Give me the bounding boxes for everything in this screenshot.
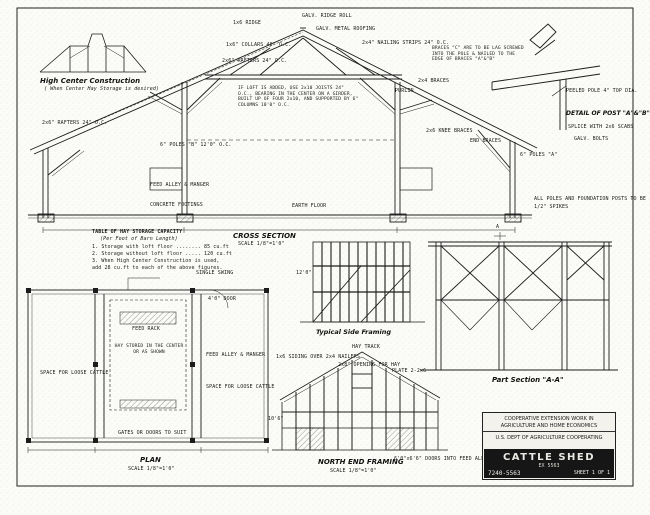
plan-title: PLAN [140, 456, 161, 464]
rafters-label: 2x6" RAFTERS 24" O.C. [222, 58, 288, 64]
peeled-pole-label: PEELED POLE 4" TOP DIA. [566, 88, 638, 94]
braces-label: 2x4 BRACES [418, 78, 450, 84]
height-dim-label: 10'6" [268, 416, 284, 422]
part-section-drawing [420, 232, 618, 371]
capacity-row: 3. When High Center Construction is used… [92, 258, 220, 264]
high-center-note: ( When Center Hay Storage is desired) [44, 86, 160, 92]
ridge-label: 1x6 RIDGE [233, 20, 261, 26]
north-end-drawing [272, 351, 448, 451]
cross-section-scale: SCALE 1/8"=1'0" [238, 241, 285, 247]
feed-alley-label: FEED ALLEY & MANGER [150, 182, 210, 188]
purlin-label: PURLIN [395, 88, 414, 94]
poles-b-label: 6" POLES "B" 12'0" O.C. [160, 142, 232, 148]
concrete-label: CONCRETE FOOTINGS [150, 202, 203, 208]
sheet-number: SHEET 1 OF 1 [573, 470, 610, 476]
loft-note: IF LOFT IS ADDED, USE 2x10 JOISTS 24" O.… [238, 86, 359, 108]
braces-note: BRACES "C" ARE TO BE LAG SCREWED INTO TH… [432, 46, 524, 63]
single-swing-label: SINGLE SWING [196, 270, 234, 276]
high-center-title: High Center Construction [40, 77, 141, 85]
doors-note-label: 6'0"x6'6" DOORS INTO FEED ALLEY [394, 456, 491, 462]
poles-a-label: 6" POLES "A" [520, 152, 558, 158]
splice-label: SPLICE WITH 2x6 SCABS [568, 124, 634, 130]
space-loose-left: SPACE FOR LOOSE CATTLE [40, 370, 109, 376]
feed-alley-plan-label: FEED ALLEY & MANGER [206, 352, 266, 358]
title-block-line: AGRICULTURE AND HOME ECONOMICS [500, 423, 598, 429]
space-loose-right: SPACE FOR LOOSE CATTLE [206, 384, 275, 390]
plan-scale: SCALE 1/8"=1'0" [128, 466, 175, 472]
cross-section-drawing [28, 27, 538, 233]
title-block: COOPERATIVE EXTENSION WORK IN AGRICULTUR… [482, 412, 616, 480]
capacity-row: 2. Storage without loft floor ..... 120 … [92, 251, 232, 257]
high-center-inset [39, 33, 147, 73]
north-end-scale: SCALE 1/8"=1'0" [330, 468, 377, 474]
capacity-row: add 28 cu.ft to each of the above figure… [92, 265, 223, 271]
title-block-divider [483, 431, 615, 432]
hay-track-label: HAY TRACK [352, 344, 380, 350]
drawing-number: 7240-5563 [488, 470, 521, 477]
part-section-title: Part Section "A-A" [492, 376, 564, 384]
gates-label: GATES OR DOORS TO SUIT [118, 430, 187, 436]
rafters-left-label: 2x6" RAFTERS 24" O.C. [42, 120, 108, 126]
collar-label: 1x6" COLLARS 48" O.C. [226, 42, 292, 48]
section-marker-a: A [496, 224, 500, 230]
detail-post-title: DETAIL OF POST "A"&"B" [566, 110, 650, 117]
opening-label: 2x8" OPENING FOR HAY [338, 362, 401, 368]
capacity-table-subheading: (Per Foot of Barn Length) [100, 236, 178, 242]
feed-rack-label: FEED RACK [132, 326, 160, 332]
drawing-sub: EX 5563 [538, 463, 560, 469]
post-detail [491, 23, 601, 130]
side-dim-label: 12'0" [296, 270, 312, 276]
ridge-roll-label: GALV. RIDGE ROLL [302, 13, 352, 19]
end-braces-label: END BRACES [470, 138, 502, 144]
title-block-name-panel: CATTLE SHED EX 5563 7240-5563 SHEET 1 OF… [484, 449, 614, 478]
north-end-title: NORTH END FRAMING [318, 458, 404, 466]
knee-braces-label: 2x6 KNEE BRACES [426, 128, 473, 134]
title-block-line: COOPERATIVE EXTENSION WORK IN [504, 416, 594, 422]
nailing-strips-label: 2x4" NAILING STRIPS 24" O.C. [362, 40, 450, 46]
cross-section-title: CROSS SECTION [233, 232, 296, 240]
title-block-line: U.S. DEPT OF AGRICULTURE COOPERATING [495, 435, 603, 441]
side-framing-drawing [300, 241, 425, 323]
door-label: 4'0" DOOR [208, 296, 236, 302]
fence-posts-label: ALL POLES AND FOUNDATION POSTS TO BE [534, 196, 646, 202]
spikes-label: 1/2" SPIKES [534, 204, 569, 210]
plan-drawing [26, 277, 269, 453]
capacity-table-heading: TABLE OF HAY STORAGE CAPACITY [92, 229, 183, 235]
earth-floor-label: EARTH FLOOR [292, 203, 327, 209]
drawing-name: CATTLE SHED [502, 452, 596, 463]
typical-side-title: Typical Side Framing [316, 328, 392, 336]
hay-stored-label: HAY STORED IN THE CENTER OR AS SHOWN [114, 344, 184, 355]
galv-bolts-label: GALV. BOLTS [574, 136, 609, 142]
siding-label: 1x6 SIDING OVER 2x4 NAILERS [276, 354, 360, 360]
plate-label: PLATE 2-2x6 [392, 368, 427, 374]
roofing-label: GALV. METAL ROOFING [316, 26, 376, 32]
capacity-row: 1. Storage with loft floor ........ 85 c… [92, 244, 229, 250]
